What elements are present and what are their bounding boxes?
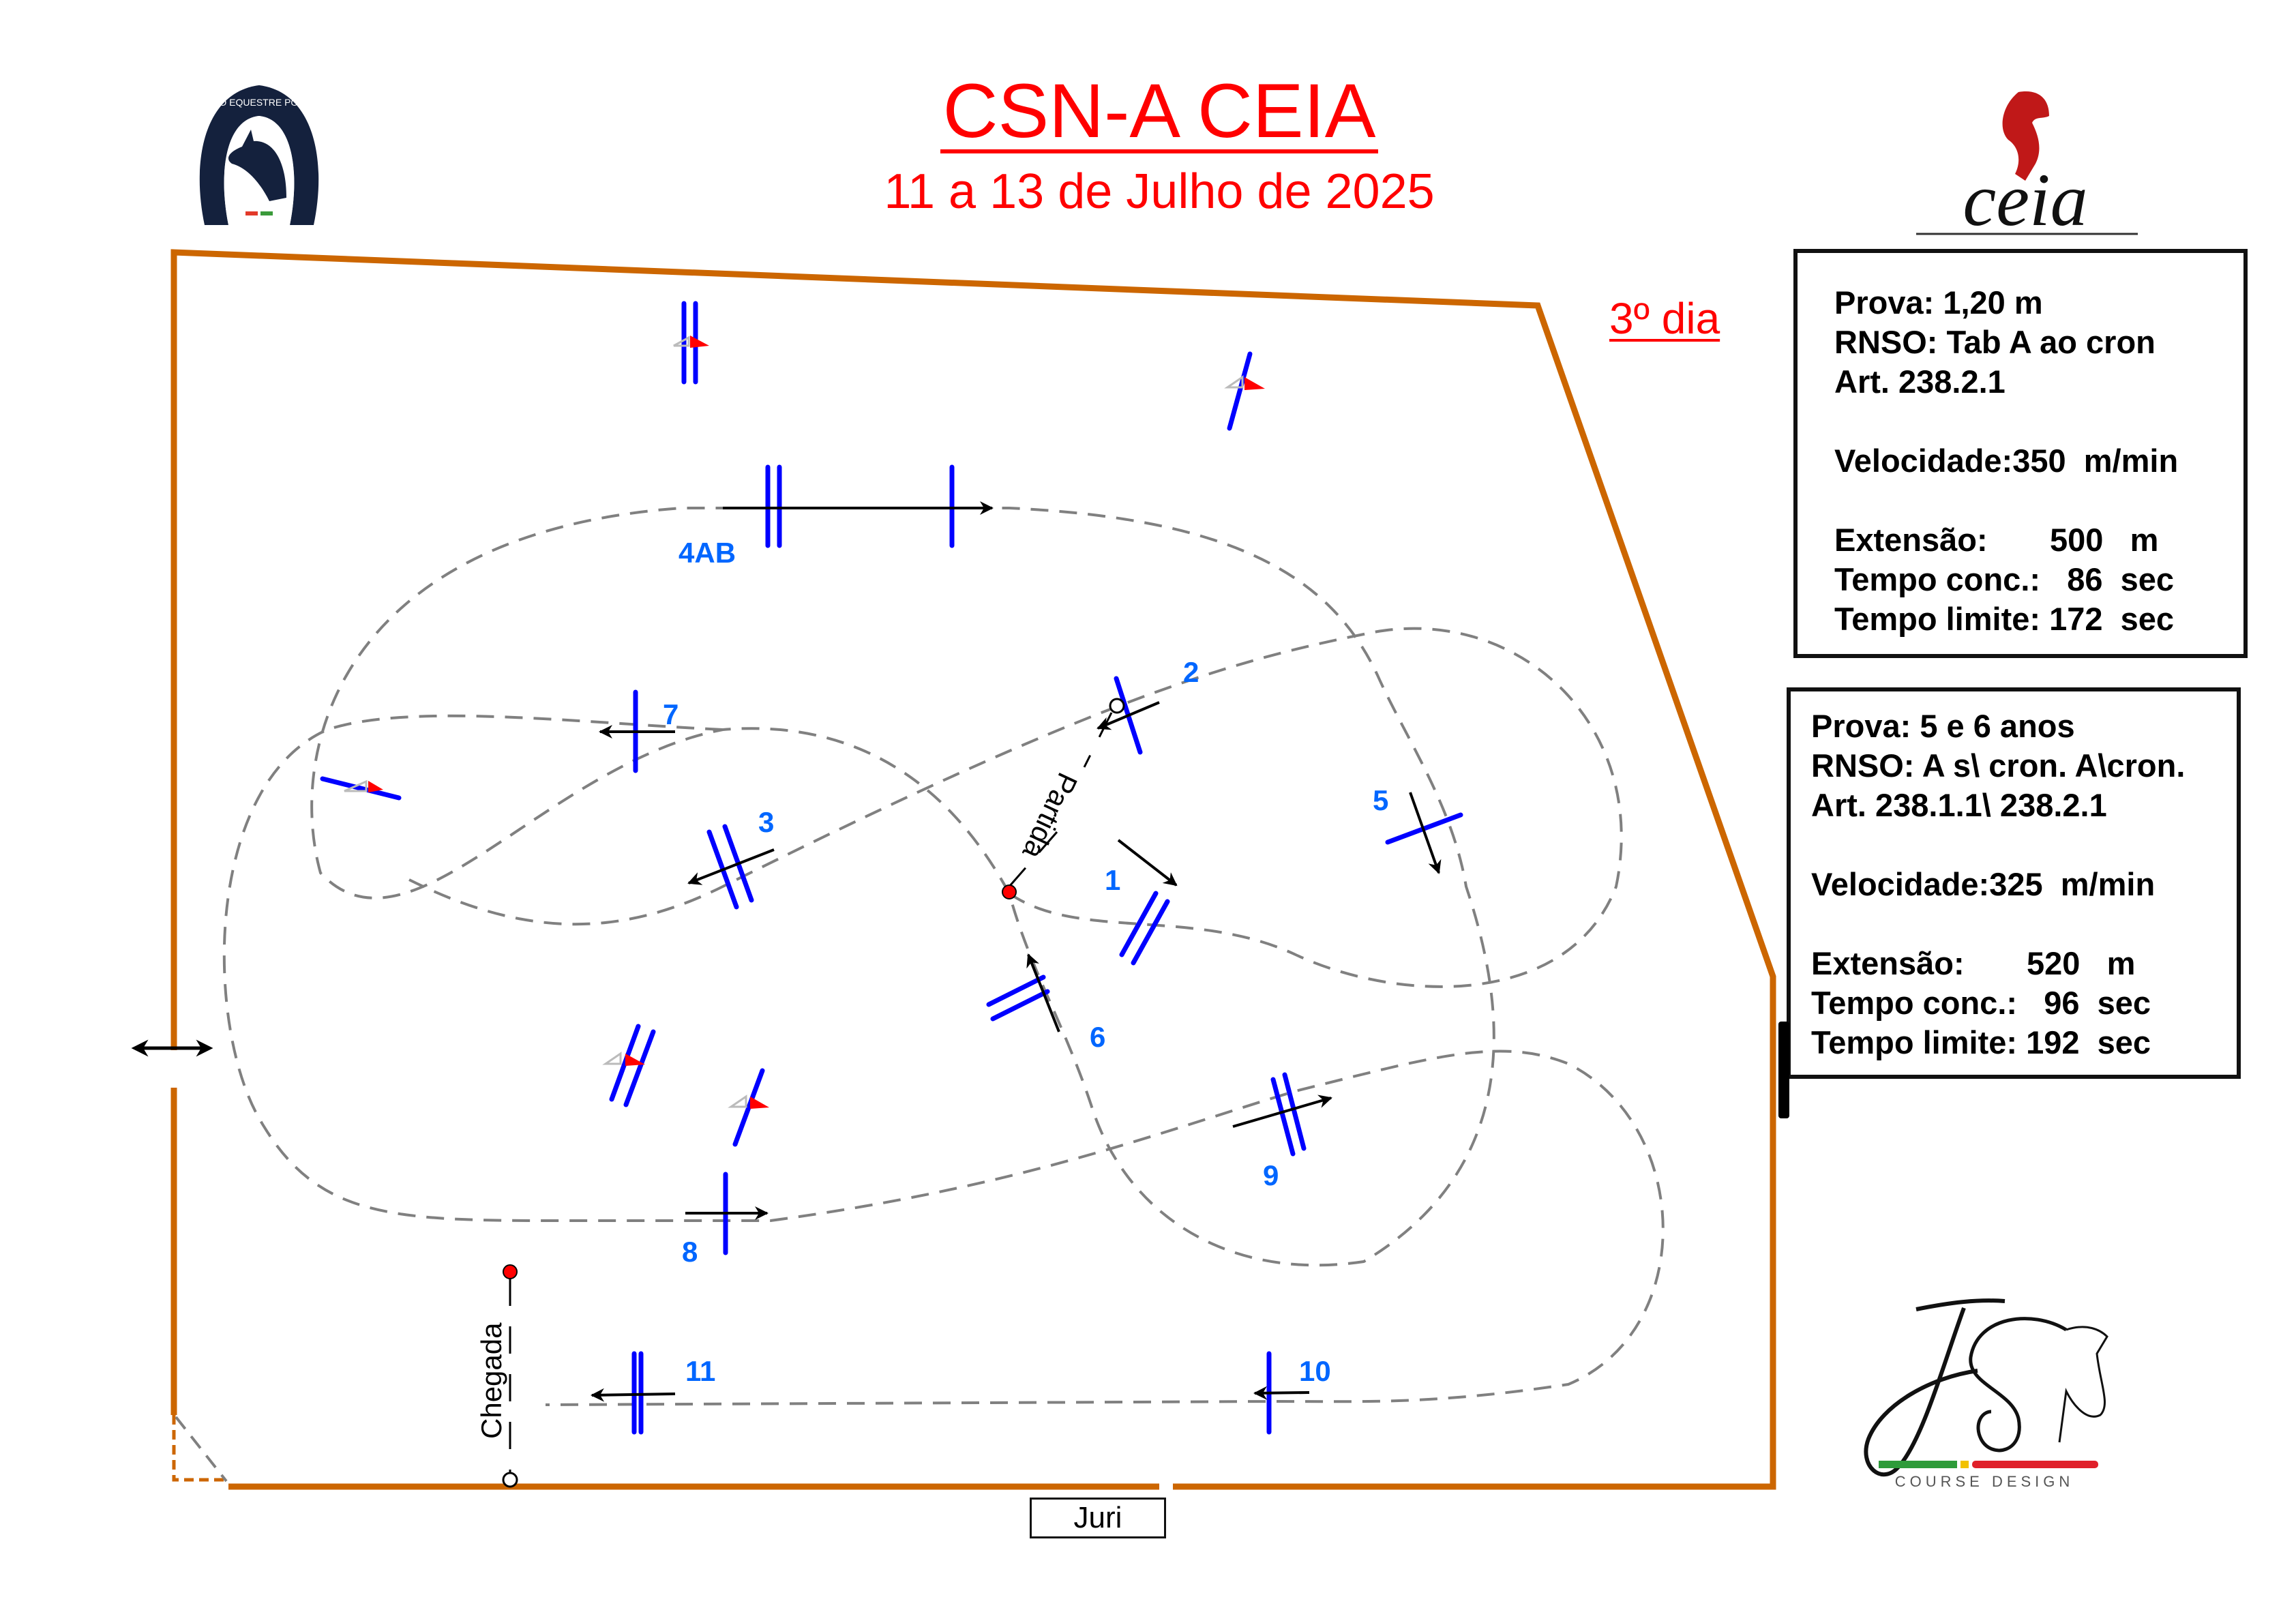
day-label: 3º dia — [1609, 294, 1720, 343]
fence-label-9: 9 — [1263, 1159, 1279, 1191]
horse-head-icon — [228, 130, 286, 201]
fence-label-8: 8 — [682, 1236, 698, 1268]
direction-arrows — [591, 501, 1442, 1402]
course-designer-logo: COURSE DESIGN JS — [1841, 1282, 2108, 1490]
ceia-logo: ceia — [1916, 91, 2138, 241]
competition-dates: 11 a 13 de Julho de 2025 — [884, 164, 1435, 219]
spare-fence-2 — [1227, 351, 1253, 431]
speed: Velocidade:325 m/min — [1811, 866, 2156, 902]
time-limit: Tempo limite: 192 sec — [1811, 1024, 2151, 1060]
horse-icon — [2002, 91, 2049, 181]
fence-4a — [765, 464, 782, 548]
fence-label-6: 6 — [1090, 1021, 1105, 1053]
federation-logo-text: FEDERAÇÃO EQUESTRE PORTUGUESA — [191, 97, 327, 108]
practice-fence — [320, 776, 402, 801]
fence-label-1: 1 — [1105, 864, 1120, 896]
exit-gate — [1778, 1022, 1789, 1118]
class-info-box-2: Prova: 5 e 6 anos RNSO: A s\ cron. A\cro… — [1787, 687, 2241, 1079]
corner-cut — [172, 1415, 228, 1482]
time-limit: Tempo limite: 172 sec — [1834, 601, 2175, 637]
fence-label-7: 7 — [663, 698, 679, 730]
fence-9 — [1270, 1072, 1307, 1157]
jury-box: Juri — [1030, 1498, 1166, 1538]
fences — [320, 301, 1463, 1435]
corner-diagonal — [175, 1416, 228, 1483]
article: Art. 238.2.1 — [1834, 363, 2006, 400]
spare-fence-4 — [732, 1068, 765, 1147]
fence-1 — [1119, 891, 1170, 966]
flag-icon — [728, 1095, 769, 1109]
flags — [344, 336, 1265, 1109]
designer-tagline: COURSE DESIGN — [1895, 1473, 2074, 1490]
length: Extensão: 520 m — [1811, 945, 2136, 981]
flag-icon — [1224, 375, 1265, 390]
finish-label: Chegada — [475, 1322, 507, 1439]
spare-fence-3 — [609, 1024, 656, 1107]
time-allowed: Tempo conc.: 86 sec — [1834, 561, 2175, 597]
fence-label-5: 5 — [1373, 784, 1388, 816]
fence-label-4ab: 4AB — [679, 537, 736, 569]
course-track — [222, 507, 1665, 1406]
prova: Prova: 5 e 6 anos — [1811, 708, 2075, 744]
start-label: Partida — [1016, 768, 1084, 864]
class-info-box-1: Prova: 1,20 m RNSO: Tab A ao cron Art. 2… — [1793, 249, 2248, 658]
flag-icon — [344, 779, 383, 792]
federation-logo: FEDERAÇÃO EQUESTRE PORTUGUESA — [191, 85, 327, 225]
fence-6 — [986, 974, 1050, 1022]
length: Extensão: 500 m — [1834, 522, 2159, 558]
fence-label-2: 2 — [1183, 656, 1199, 688]
time-allowed: Tempo conc.: 96 sec — [1811, 985, 2151, 1021]
flag-icon — [673, 336, 709, 348]
prova: Prova: 1,20 m — [1834, 284, 2043, 321]
designer-initials: JS — [1841, 1282, 1843, 1283]
rnso: RNSO: Tab A ao cron — [1834, 324, 2156, 360]
arena-border — [170, 249, 1776, 1490]
fence-label-3: 3 — [758, 806, 774, 838]
article: Art. 238.1.1\ 238.2.1 — [1811, 787, 2107, 823]
fence-11 — [631, 1351, 644, 1435]
ceia-logo-text: ceia — [1963, 158, 2087, 241]
competition-title: CSN-A CEIA — [921, 68, 1398, 153]
horse-outline-icon — [2058, 1326, 2108, 1443]
finish-line: Chegada — [475, 1264, 518, 1488]
flag-icon — [602, 1052, 645, 1066]
fence-label-11: 11 — [685, 1355, 715, 1387]
rnso: RNSO: A s\ cron. A\cron. — [1811, 747, 2186, 784]
fence-label-10: 10 — [1299, 1355, 1331, 1387]
speed: Velocidade:350 m/min — [1834, 443, 2179, 479]
